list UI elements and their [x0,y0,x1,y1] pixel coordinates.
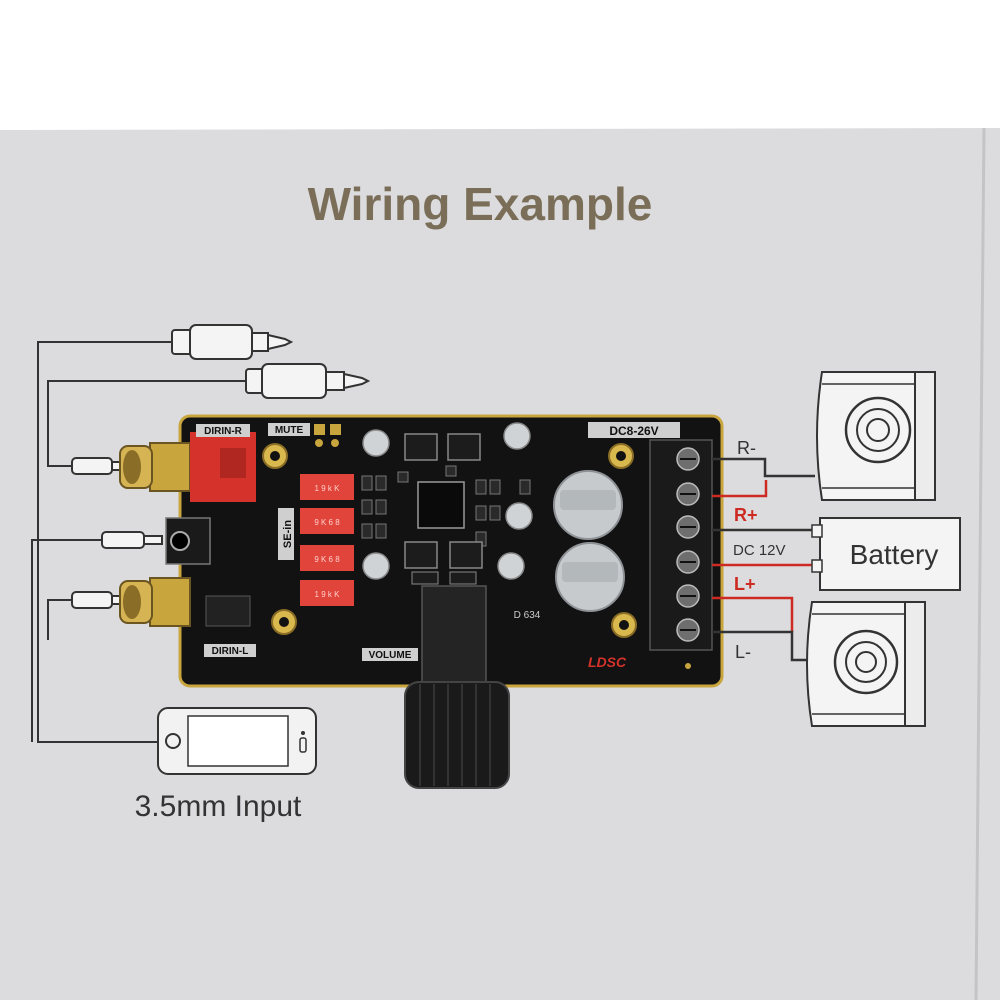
dirin-l-label: DIRIN-L [212,646,249,657]
dc-range-label: DC8-26V [609,424,658,438]
dirin-l-tag [204,644,256,657]
jack-3-5mm [165,517,211,565]
battery-label: Battery [850,539,939,570]
resistor-value-4: 1 9 k K [315,590,341,599]
caps-sot [411,571,477,585]
wire-rca-right [47,380,262,467]
battery [811,517,961,591]
speaker-left [806,601,926,727]
large-capacitors [553,470,625,612]
smd-components [361,465,531,547]
mounting-holes [262,443,637,638]
board-led [685,663,691,669]
wire-rca-top [37,341,190,743]
amplifier-ic [417,481,465,529]
se-in-tag [278,508,294,560]
dc-range-tag [588,422,680,438]
dirin-r-label: DIRIN-R [204,426,243,437]
output-wires [712,457,820,662]
rca-jack-right [119,442,191,492]
resistor-value-2: 9 K 6 8 [314,518,340,527]
volume-pot-body [421,585,487,697]
terminal-dc: DC 12V [733,542,786,559]
mute-tag [268,423,310,436]
small-capacitors [362,422,533,580]
rca-jack-left [119,577,191,627]
rca-plug-1 [171,324,294,360]
diagram-title: Wiring Example [308,178,653,230]
resistors [300,474,354,606]
resistor-value-1: 1 9 k K [315,484,341,493]
speaker-right [816,371,936,501]
volume-label: VOLUME [369,650,412,661]
terminal-l-minus: L- [735,642,751,662]
phone [157,707,317,775]
mute-label: MUTE [275,425,304,436]
terminal-l-plus: L+ [734,574,756,594]
brand-label: LDSC [588,654,627,670]
transistors [404,433,483,569]
volume-knob[interactable] [404,681,510,789]
mute-pins [314,424,341,447]
switch-left [205,595,251,627]
cap-code: D 634 [514,610,541,621]
input-label: 3.5mm Input [135,790,302,823]
terminal-r-minus: R- [737,438,756,458]
se-in-label: SE-in [282,520,294,548]
terminal-block [649,439,713,651]
rca-plug-2 [245,363,371,399]
terminal-r-plus: R+ [734,505,758,525]
resistor-value-3: 9 K 6 8 [314,555,340,564]
paper-fold [974,127,986,1001]
wire-jack [31,539,104,742]
input-wires [31,341,262,743]
wire-rca-left [47,599,74,640]
dirin-r-tag [196,424,250,437]
terminal-screws [676,447,700,642]
dirin-switch-knob [220,448,246,478]
volume-tag [362,648,418,661]
